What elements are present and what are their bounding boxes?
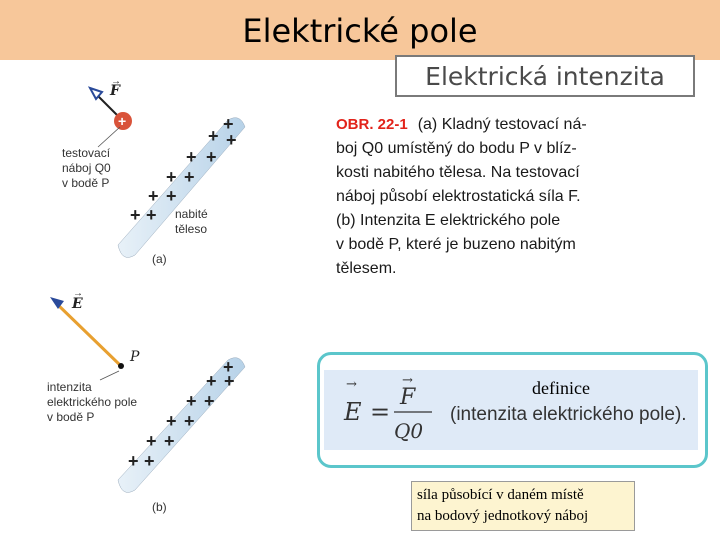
charged-body-b — [117, 357, 246, 493]
definition-label: definice — [532, 378, 590, 398]
svg-text:+: + — [208, 126, 219, 146]
caption-line-4: náboj působí elektrostatická síla F. — [336, 188, 581, 205]
subtitle-box: Elektrická intenzita — [395, 55, 695, 97]
point-p-label: P — [129, 349, 140, 365]
page-title: Elektrické pole — [242, 12, 478, 50]
caption-line-5: (b) Intenzita E elektrického pole — [336, 212, 561, 229]
svg-text:+: + — [130, 205, 141, 225]
formula-description: (intenzita elektrického pole). — [450, 404, 687, 425]
svg-text:→: → — [73, 288, 83, 299]
subtitle: Elektrická intenzita — [425, 62, 665, 91]
note-line-1: síla působící v daném místě — [417, 487, 584, 503]
field-label-3: v bodě P — [47, 410, 94, 424]
force-label: F — [109, 83, 121, 99]
test-charge-sign: + — [118, 113, 126, 129]
header-bar — [0, 0, 720, 60]
formula-numerator: F — [399, 385, 416, 410]
svg-text:+: + — [204, 391, 215, 411]
svg-text:+: + — [186, 147, 197, 167]
formula-lhs: E — [343, 398, 362, 426]
field-label-1: intenzita — [47, 380, 92, 394]
svg-text:+: + — [166, 167, 177, 187]
panel-label-a: (a) — [152, 252, 167, 266]
body-label-2: těleso — [175, 222, 207, 236]
figure-illustration: + ++ ++ ++ ++ ++ + F → testovací náboj Q… — [40, 75, 280, 535]
field-label-2: elektrického pole — [47, 395, 137, 409]
caption-line-1: OBR. 22-1(a) Kladný testovací ná- — [336, 116, 587, 133]
svg-text:→: → — [402, 378, 413, 388]
svg-text:+: + — [128, 451, 139, 471]
figure-caption: OBR. 22-1(a) Kladný testovací ná- boj Q0… — [336, 113, 636, 281]
caption-line-2: boj Q0 umístěný do bodu P v blíz- — [336, 140, 577, 157]
svg-text:+: + — [224, 371, 235, 391]
svg-text:+: + — [166, 411, 177, 431]
svg-text:→: → — [346, 378, 357, 392]
formula-panel — [324, 370, 698, 450]
caption-line-6: v bodě P, které je buzeno nabitým — [336, 236, 576, 253]
figure-number: OBR. 22-1 — [336, 116, 408, 133]
svg-text:+: + — [206, 371, 217, 391]
svg-text:+: + — [223, 357, 234, 377]
svg-text:→: → — [111, 76, 121, 87]
svg-text:=: = — [370, 398, 390, 426]
field-vector — [54, 301, 123, 368]
note-box: síla působící v daném místě na bodový je… — [411, 481, 635, 531]
field-label: E — [71, 296, 83, 312]
plus-signs-b: + ++ ++ ++ ++ ++ — [128, 357, 235, 471]
field-formula: → E = → F Q0 (intenzita elektrického pol… — [340, 373, 700, 448]
svg-text:+: + — [148, 186, 159, 206]
svg-text:+: + — [146, 431, 157, 451]
test-charge-label-3: v bodě P — [62, 176, 109, 190]
svg-text:+: + — [184, 167, 195, 187]
svg-text:+: + — [226, 130, 237, 150]
plus-signs-a: + ++ ++ ++ ++ ++ — [130, 114, 237, 225]
panel-label-b: (b) — [152, 500, 167, 514]
caption-line-7: tělesem. — [336, 260, 397, 277]
note-line-2: na bodový jednotkový náboj — [417, 508, 589, 524]
svg-text:+: + — [166, 186, 177, 206]
test-charge-label-1: testovací — [62, 146, 111, 160]
point-p — [118, 363, 124, 369]
caption-line-3: kosti nabitého tělesa. Na testovací — [336, 164, 580, 181]
svg-text:+: + — [144, 451, 155, 471]
body-label-1: nabité — [175, 207, 208, 221]
figure-svg: + ++ ++ ++ ++ ++ + F → testovací náboj Q… — [47, 76, 246, 514]
test-charge-label-2: náboj Q0 — [62, 161, 111, 175]
svg-text:+: + — [164, 431, 175, 451]
formula-denominator: Q0 — [394, 419, 423, 443]
svg-text:+: + — [184, 411, 195, 431]
field-arrowhead — [50, 297, 64, 309]
charged-body-a — [117, 117, 246, 258]
svg-text:+: + — [186, 391, 197, 411]
force-arrowhead — [87, 86, 104, 101]
test-charge — [114, 112, 132, 130]
svg-text:+: + — [206, 147, 217, 167]
svg-text:+: + — [223, 114, 234, 134]
svg-text:+: + — [146, 205, 157, 225]
